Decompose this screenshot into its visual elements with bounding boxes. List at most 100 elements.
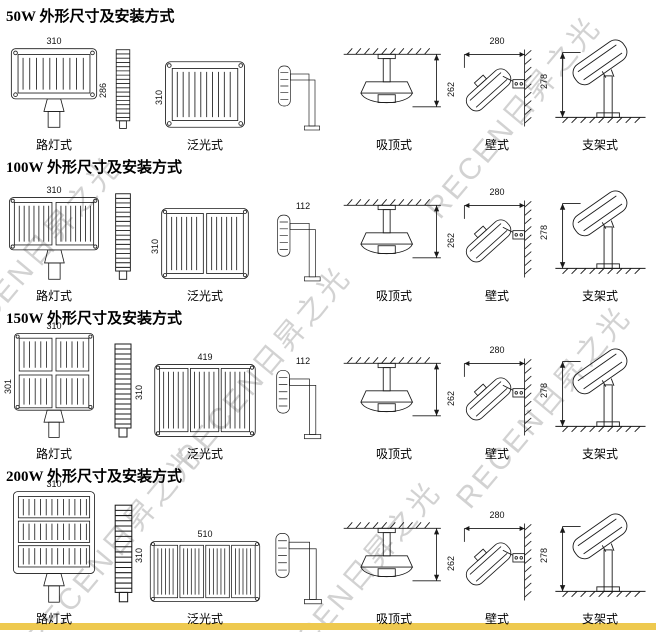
- figure-label: 壁式: [484, 289, 509, 303]
- wall-mount-drawing: [451, 355, 543, 439]
- ceiling-mount-drawing: [340, 44, 448, 130]
- section-50w: 50W 外形尺寸及安装方式 310 286 路灯式: [4, 5, 656, 153]
- bracket-mount-drawing: [548, 29, 652, 130]
- side-profile-drawing: [110, 341, 136, 441]
- roadlamp-top-view-drawing: [11, 489, 97, 604]
- figure-label: 泛光式: [186, 289, 223, 303]
- bracket-mount-drawing: [548, 338, 652, 439]
- section-title: 150W 外形尺寸及安装方式: [6, 311, 182, 327]
- dim-width: 112: [295, 356, 311, 366]
- figure-label: 吸顶式: [375, 612, 412, 626]
- figure-wall-mount: 280 壁式: [450, 511, 544, 627]
- figure-label: 泛光式: [186, 612, 223, 626]
- figure-bracket-mount: 278 支架式: [539, 503, 656, 627]
- dim-width: 280: [489, 510, 505, 520]
- figure-label: 泛光式: [186, 138, 223, 152]
- figure-roadlamp: 310 286 路灯式: [4, 37, 108, 153]
- dim-height: 310: [133, 385, 144, 401]
- floodlight-front-drawing: [148, 539, 262, 604]
- dim-height: 286: [97, 83, 108, 99]
- dim-height: 278: [539, 73, 550, 89]
- figure-floodlight-side: 112: [268, 357, 338, 462]
- dim-width: 112: [295, 201, 311, 211]
- figure-ceiling-mount: 262 吸顶式: [338, 518, 456, 627]
- figure-label: 支架式: [581, 289, 618, 303]
- section-200w: 200W 外形尺寸及安装方式 310 路灯式 310: [4, 465, 656, 627]
- ceiling-mount-drawing: [340, 518, 448, 604]
- dim-width: 280: [489, 345, 505, 355]
- figure-floodlight: 510 泛光式: [142, 530, 268, 627]
- floodlight-side-drawing: [270, 529, 336, 606]
- ceiling-mount-drawing: [340, 195, 448, 281]
- wall-mount-drawing: [451, 197, 543, 281]
- figure-bracket-mount: 278 支架式: [539, 338, 656, 462]
- figure-side-profile: [104, 191, 142, 304]
- figure-label: 支架式: [581, 447, 618, 461]
- figure-roadlamp: 310 路灯式: [4, 186, 104, 304]
- dim-height: 278: [539, 547, 550, 563]
- figure-ceiling-mount: 262 吸顶式: [338, 44, 456, 153]
- roadlamp-top-view-drawing: [7, 195, 101, 281]
- roadlamp-top-view-drawing: [12, 331, 96, 439]
- dim-height: 310: [154, 90, 165, 106]
- drawings-row: 310 286 路灯式 310: [4, 29, 656, 153]
- floodlight-side-drawing: [272, 211, 334, 283]
- figure-roadlamp: 310 路灯式: [4, 480, 104, 627]
- dim-height: 310: [150, 238, 161, 255]
- wall-mount-drawing: [451, 520, 543, 604]
- figure-label: 泛光式: [186, 447, 223, 461]
- drawings-row: 310 路灯式 310 510: [4, 480, 656, 627]
- figure-bracket-mount: 278 支架式: [539, 180, 656, 304]
- dim-width: 310: [46, 479, 62, 489]
- bracket-mount-drawing: [548, 180, 652, 281]
- wall-mount-drawing: [451, 46, 543, 130]
- roadlamp-top-view-drawing: [8, 46, 100, 130]
- figure-side-profile: 310: [104, 502, 145, 627]
- dim-width: 310: [46, 36, 62, 46]
- side-profile-drawing: [111, 191, 135, 283]
- floodlight-front-drawing: [163, 59, 247, 130]
- figure-floodlight-side: [268, 529, 338, 627]
- figure-floodlight: 419 泛光式: [142, 353, 268, 462]
- figure-label: 吸顶式: [375, 138, 412, 152]
- figure-bracket-mount: 278 支架式: [539, 29, 656, 153]
- drawings-row: 310 路灯式 310: [4, 180, 656, 304]
- dim-width: 310: [46, 321, 62, 331]
- figure-label: 吸顶式: [375, 289, 412, 303]
- side-profile-drawing: [112, 47, 134, 132]
- section-title: 200W 外形尺寸及安装方式: [6, 469, 182, 485]
- section-150w: 150W 外形尺寸及安装方式 310 301 路灯式 310: [3, 307, 656, 462]
- figure-ceiling-mount: 262 吸顶式: [338, 195, 456, 304]
- drawings-row: 310 301 路灯式 310 419: [3, 322, 656, 462]
- figure-label: 壁式: [484, 447, 509, 461]
- figure-floodlight: 310 泛光式: [142, 206, 268, 304]
- dim-height: 310: [134, 548, 145, 564]
- floodlight-side-drawing: [271, 366, 335, 441]
- figure-ceiling-mount: 262 吸顶式: [338, 353, 456, 462]
- figure-label: 路灯式: [35, 138, 72, 152]
- figure-side-profile: [104, 47, 142, 153]
- dim-height: 278: [539, 382, 550, 398]
- figure-label: 路灯式: [35, 612, 72, 626]
- figure-label: 路灯式: [35, 289, 72, 303]
- figure-side-profile: 310: [104, 341, 144, 462]
- bracket-mount-drawing: [548, 503, 652, 604]
- section-title: 100W 外形尺寸及安装方式: [6, 160, 182, 176]
- figure-floodlight: 310 泛光式: [142, 59, 268, 153]
- dim-height: 278: [539, 224, 550, 240]
- figure-label: 吸顶式: [375, 447, 412, 461]
- floodlight-front-drawing: [152, 362, 258, 439]
- figure-label: 壁式: [484, 612, 509, 626]
- dim-width: 419: [197, 352, 213, 362]
- ceiling-mount-drawing: [340, 353, 448, 439]
- dim-width: 510: [197, 529, 213, 539]
- dim-width: 280: [489, 36, 505, 46]
- section-title: 50W 外形尺寸及安装方式: [6, 9, 175, 25]
- figure-floodlight-side: [268, 62, 338, 153]
- floodlight-side-drawing: [273, 62, 333, 132]
- figure-wall-mount: 280 壁式: [450, 188, 544, 304]
- figure-label: 支架式: [581, 612, 618, 626]
- dim-height: 301: [3, 378, 14, 394]
